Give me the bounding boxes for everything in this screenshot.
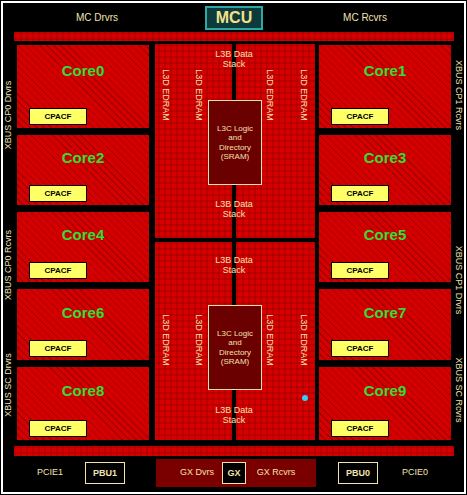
cpacf-box: CPACF — [29, 262, 87, 279]
cpacf-box: CPACF — [331, 262, 389, 279]
core-block: Core3CPACF — [318, 134, 452, 206]
unit-label: L3C Logic and Directory (SRAM) — [212, 329, 258, 366]
unit-label: CPACF — [45, 344, 72, 353]
region-label: L3B Data Stack — [212, 50, 256, 70]
cpacf-box: CPACF — [29, 420, 87, 437]
marker-dot — [302, 395, 308, 401]
region-label: XBUS CP1 Rcvrs — [453, 60, 463, 130]
region-label: XBUS CP0 Rcvrs — [4, 230, 14, 300]
region-label: PCIE1 — [37, 468, 63, 478]
region-label: L3B Data Stack — [212, 200, 256, 220]
l3c-box: L3C Logic and Directory (SRAM) — [208, 305, 262, 390]
region-label: L3D EDRAM — [193, 314, 203, 366]
core-block: Core2CPACF — [16, 134, 150, 206]
l3-gap — [155, 238, 315, 242]
bottom-strip — [14, 446, 454, 456]
core-label: Core0 — [62, 62, 105, 79]
unit-label: CPACF — [347, 112, 374, 121]
core-label: Core2 — [62, 149, 105, 166]
unit-label: CPACF — [347, 344, 374, 353]
core-label: Core6 — [62, 304, 105, 321]
cpacf-box: CPACF — [29, 108, 87, 125]
cpacf-box: CPACF — [331, 340, 389, 357]
region-label: L3D EDRAM — [264, 314, 274, 366]
core-block: Core5CPACF — [318, 211, 452, 283]
top-strip — [14, 32, 454, 41]
gx-area — [156, 459, 316, 487]
region-label: L3D EDRAM — [298, 314, 308, 366]
region-label: L3D EDRAM — [160, 314, 170, 366]
region-label: GX Dvrs — [180, 468, 214, 478]
unit-label: CPACF — [45, 424, 72, 433]
region-label: L3D EDRAM — [193, 69, 203, 121]
region-label: L3D EDRAM — [160, 69, 170, 121]
region-label: L3D EDRAM — [298, 69, 308, 121]
region-label: XBUS CP0 Drvrs — [4, 81, 14, 150]
region-label: MC Rcvrs — [343, 12, 387, 23]
l3c-box: L3C Logic and Directory (SRAM) — [208, 100, 262, 185]
unit-label: MCU — [216, 9, 252, 27]
core-block: Core0CPACF — [16, 44, 150, 129]
unit-label: L3C Logic and Directory (SRAM) — [212, 124, 258, 161]
core-block: Core8CPACF — [16, 366, 150, 441]
unit-box: MCU — [205, 6, 263, 30]
core-label: Core3 — [364, 149, 407, 166]
region-label: XBUS SC Drvrs — [4, 353, 14, 417]
core-block: Core9CPACF — [318, 366, 452, 441]
unit-label: PBU1 — [93, 468, 117, 478]
unit-label: CPACF — [45, 112, 72, 121]
cpacf-box: CPACF — [331, 185, 389, 202]
region-label: MC Drvrs — [76, 12, 118, 23]
unit-box: GX — [222, 462, 246, 484]
core-block: Core6CPACF — [16, 288, 150, 361]
unit-label: GX — [227, 468, 240, 478]
region-label: L3B Data Stack — [212, 256, 256, 276]
region-label: XBUS SC Rcvrs — [453, 357, 463, 422]
core-label: Core4 — [62, 226, 105, 243]
unit-label: CPACF — [45, 266, 72, 275]
region-label: L3B Data Stack — [212, 406, 256, 426]
cpacf-box: CPACF — [29, 185, 87, 202]
cpacf-box: CPACF — [331, 108, 389, 125]
unit-box: PBU1 — [85, 462, 125, 484]
region-label: GX Rcvrs — [257, 468, 296, 478]
unit-label: CPACF — [347, 189, 374, 198]
region-label: L3D EDRAM — [264, 69, 274, 121]
cpacf-box: CPACF — [331, 420, 389, 437]
core-label: Core8 — [62, 382, 105, 399]
unit-label: CPACF — [347, 266, 374, 275]
unit-label: CPACF — [347, 424, 374, 433]
region-label: XBUS CP1 Drvrs — [453, 246, 463, 315]
core-label: Core9 — [364, 382, 407, 399]
unit-box: PBU0 — [338, 462, 378, 484]
unit-label: PBU0 — [346, 468, 370, 478]
core-label: Core7 — [364, 304, 407, 321]
core-label: Core1 — [364, 62, 407, 79]
unit-label: CPACF — [45, 189, 72, 198]
region-label: PCIE0 — [402, 468, 428, 478]
core-block: Core4CPACF — [16, 211, 150, 283]
core-block: Core1CPACF — [318, 44, 452, 129]
core-label: Core5 — [364, 226, 407, 243]
l3-region — [155, 44, 315, 440]
core-block: Core7CPACF — [318, 288, 452, 361]
cpacf-box: CPACF — [29, 340, 87, 357]
